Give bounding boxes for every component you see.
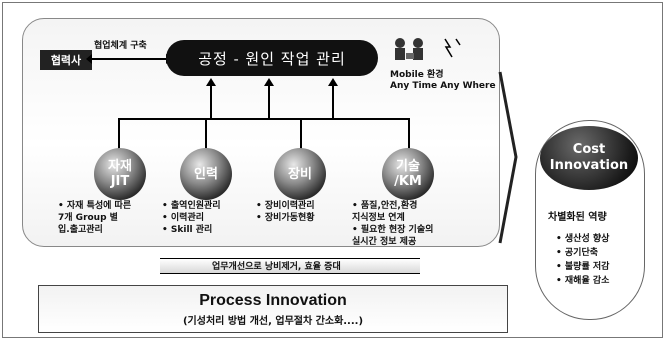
module-manpower-ball: 인력	[180, 148, 232, 200]
list-item: • 이력관리	[162, 213, 205, 223]
list-item: • 장비이력관리	[256, 201, 315, 211]
improvement-bar	[160, 258, 420, 274]
list-item: • 생산성 향상	[556, 234, 610, 244]
arrow-up-1	[206, 78, 216, 86]
list-item: • 필요한 현장 기술의	[352, 225, 434, 235]
list-item: 지식정보 연계	[352, 213, 405, 223]
mobile-text-line1: Mobile 환경	[390, 70, 444, 80]
connector-up2	[268, 84, 270, 118]
list-item: • 출역인원관리	[162, 201, 221, 211]
mobile-users-icon	[395, 38, 461, 60]
module-equipment-list: • 장비이력관리 • 장비가동현황	[256, 200, 315, 224]
cost-items-list: • 생산성 향상 • 공기단축 • 불량률 저감 • 재해율 감소	[556, 232, 609, 288]
partner-box: 협력사	[40, 50, 92, 70]
module-manpower-list: • 출역인원관리 • 이력관리 • Skill 관리	[162, 200, 221, 236]
connector-v4	[408, 118, 410, 150]
module-title-line1: 장비	[288, 166, 312, 182]
module-equipment-ball: 장비	[274, 148, 326, 200]
list-item: • 불량률 저감	[556, 262, 610, 272]
connector-up3	[332, 84, 334, 118]
list-item: • 재해율 감소	[556, 276, 610, 286]
list-item: 입.출고관리	[58, 225, 103, 235]
module-title-line2: /KM	[394, 174, 422, 189]
double-arrow	[86, 54, 172, 64]
module-title-line1: 인력	[194, 166, 218, 182]
process-innovation-box: Process Innovation (기성처리 방법 개선, 업무절차 간소화…	[38, 285, 508, 333]
chevron-right-icon	[498, 71, 518, 244]
arrow-up-2	[264, 78, 274, 86]
list-item: • 자재 특성에 따른	[58, 201, 132, 211]
module-material-list: • 자재 특성에 따른 7개 Group 별 입.출고관리	[58, 200, 131, 236]
module-title-line1: 기술	[396, 159, 420, 174]
improvement-label: 업무개선으로 낭비제거, 효율 증대	[212, 262, 341, 272]
partner-label: 협력사	[50, 54, 82, 67]
list-item: • 품질,안전,환경	[352, 201, 418, 211]
list-item: 실시간 정보 제공	[352, 237, 417, 247]
module-title-line2: JIT	[110, 174, 130, 189]
connector-up1	[210, 84, 212, 118]
connector-v3	[300, 118, 302, 150]
cost-line2: Innovation	[549, 158, 629, 173]
list-item: • Skill 관리	[162, 225, 213, 235]
differentiation-label: 차별화된 역량	[548, 212, 607, 223]
connector-horizontal	[118, 118, 410, 120]
process-subtitle: (기성처리 방법 개선, 업무절차 간소화....)	[182, 316, 364, 327]
process-title: Process Innovation	[199, 292, 347, 309]
module-title-line1: 자재	[108, 159, 132, 174]
cost-innovation-ball: Cost Innovation	[540, 126, 638, 190]
list-item: • 공기단축	[556, 248, 599, 258]
list-item: • 장비가동현황	[256, 213, 315, 223]
module-tech-ball: 기술 /KM	[382, 148, 434, 200]
mobile-text-line2: Any Time Any Where	[390, 81, 496, 91]
cost-line1: Cost	[572, 142, 606, 157]
main-title: 공정 - 원인 작업 관리	[198, 49, 346, 68]
main-process-pill: 공정 - 원인 작업 관리	[166, 40, 378, 76]
module-material-ball: 자재 JIT	[94, 148, 146, 200]
arrow-up-3	[328, 78, 338, 86]
connector-v1	[118, 118, 120, 150]
list-item: 7개 Group 별	[58, 213, 118, 223]
module-tech-list: • 품질,안전,환경 지식정보 연계 • 필요한 현장 기술의 실시간 정보 제…	[352, 200, 433, 248]
mobile-text: Mobile 환경 Any Time Any Where	[390, 70, 496, 92]
connector-v2	[205, 118, 207, 150]
cooperation-label: 협업체계 구축	[94, 41, 147, 51]
